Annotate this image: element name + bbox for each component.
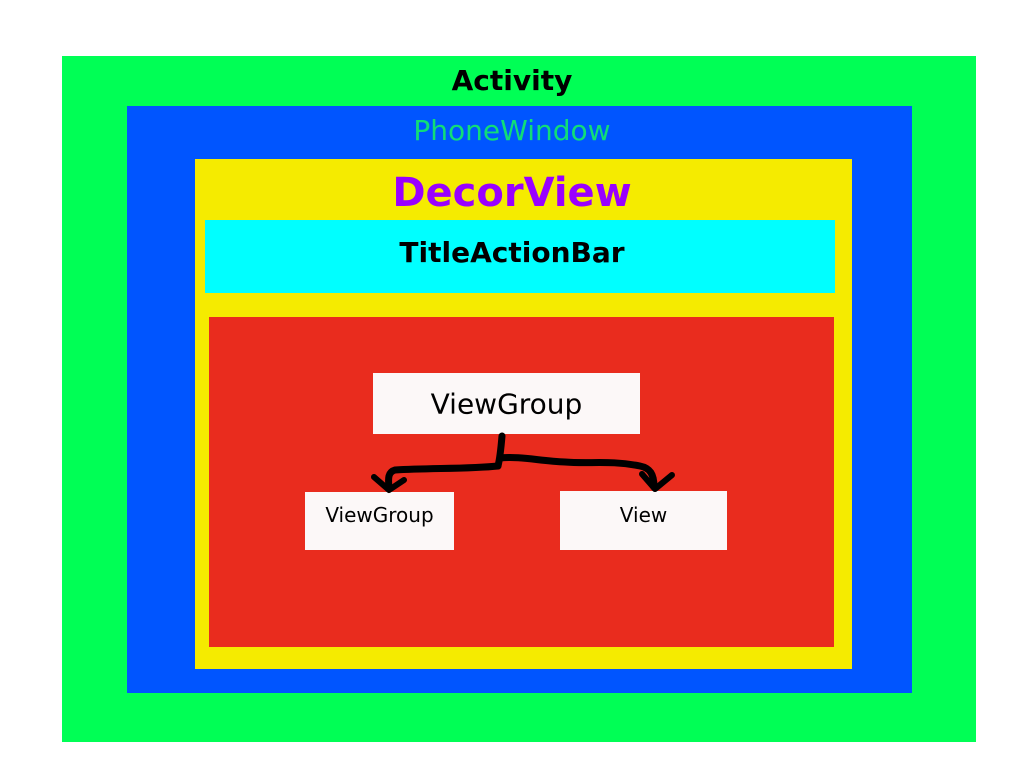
- view-child-node: View: [560, 491, 727, 550]
- title-action-bar: [205, 220, 835, 293]
- phone-window-label: PhoneWindow: [413, 114, 611, 147]
- view-child-label: View: [619, 502, 668, 527]
- viewgroup-root-node: ViewGroup: [373, 373, 640, 434]
- content-area: [209, 317, 834, 647]
- title-action-bar-label: TitleActionBar: [399, 236, 625, 269]
- activity-label: Activity: [451, 64, 573, 97]
- decor-view-label: DecorView: [392, 170, 632, 216]
- viewgroup-root-label: ViewGroup: [430, 387, 583, 420]
- viewgroup-child-node: ViewGroup: [305, 492, 454, 550]
- viewgroup-child-label: ViewGroup: [325, 503, 434, 527]
